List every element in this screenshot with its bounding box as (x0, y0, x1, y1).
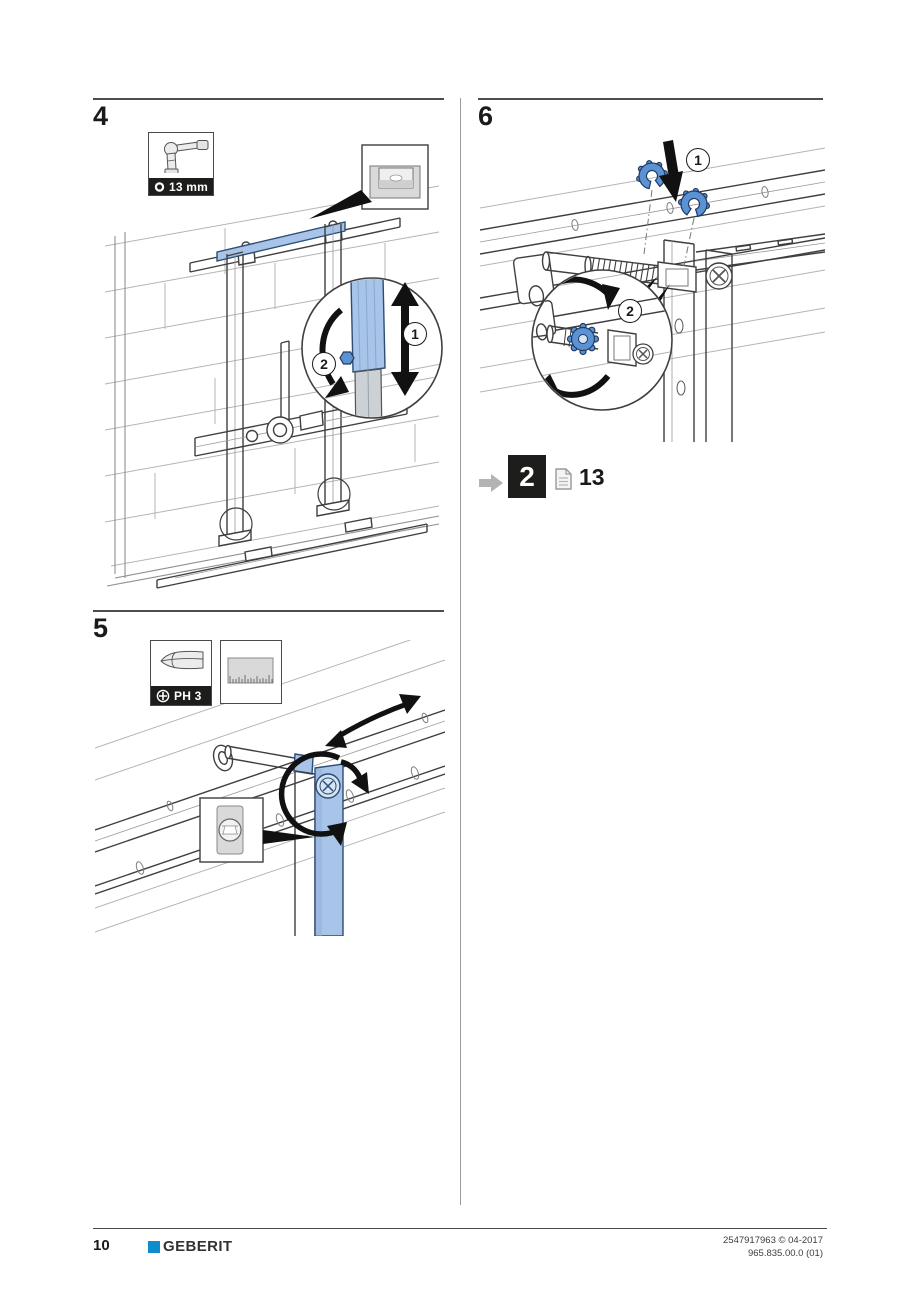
rotate-arrow-icon (278, 751, 369, 846)
hex-socket-icon (154, 181, 165, 192)
detail-circle-left-foot (219, 507, 253, 541)
tool-box-13mm: 13 mm (148, 132, 214, 196)
fixing-screw-icon (315, 773, 341, 799)
spirit-level-inset (361, 144, 429, 210)
step-6-rule (478, 98, 823, 100)
step-4-number: 4 (93, 101, 109, 131)
geberit-logo: GEBERIT (148, 1238, 232, 1255)
retaining-clip-icon (677, 187, 711, 218)
step-ref-badge: 2 (508, 455, 546, 498)
logo-square-icon (148, 1240, 160, 1253)
callout-1-badge: 1 (686, 148, 710, 172)
rotate-arrow-icon (319, 307, 349, 398)
top-crossbar-highlight (216, 221, 346, 262)
footer-doc-codes: 2547917963 © 04-2017 965.835.00.0 (01) (723, 1235, 823, 1260)
cross-reference: 2 13 (478, 455, 605, 498)
ruler-icon (227, 657, 274, 684)
doc-number-line1: 2547917963 © 04-2017 (723, 1235, 823, 1246)
step-5-number: 5 (93, 613, 109, 643)
retaining-clip-icon (636, 160, 668, 190)
phillips-screw-icon (705, 262, 733, 290)
step-4-figure: 13 mm 1 2 (95, 128, 445, 590)
callout-2-badge: 2 (618, 299, 642, 323)
pointer-wedge-icon (263, 830, 315, 844)
socket-wrench-icon (164, 140, 209, 182)
detail-circle-right-foot (317, 477, 351, 511)
step-6-figure: 1 2 (480, 130, 825, 442)
step-5-figure: PH 3 (95, 640, 445, 936)
step5-illustration (95, 640, 445, 936)
spirit-level-inset (199, 797, 264, 863)
level-bubble-icon (222, 825, 238, 835)
footer-rule (93, 1228, 827, 1229)
tool-box-ruler (220, 640, 282, 704)
hex-bolt-icon (339, 351, 355, 365)
star-nut-icon (566, 322, 600, 356)
phillips-bit-icon (160, 650, 204, 670)
callout-1-badge: 1 (403, 322, 427, 346)
tool-box-ph3: PH 3 (150, 640, 212, 706)
step-4-rule (93, 98, 444, 100)
tool-label-13mm: 13 mm (168, 179, 208, 194)
footer-page-number: 10 (93, 1237, 110, 1254)
level-bubble-icon (389, 174, 403, 182)
step-5-rule (93, 610, 444, 612)
step-6-number: 6 (478, 101, 494, 131)
page-ref-number: 13 (579, 464, 605, 490)
page-document-icon (555, 467, 572, 490)
arrow-down-icon (659, 140, 683, 202)
phillips-icon (156, 689, 170, 702)
brand-name: GEBERIT (163, 1238, 233, 1255)
callout-2-badge: 2 (312, 352, 336, 376)
slide-arrow-icon (325, 694, 421, 748)
pointer-wedge-icon (309, 190, 372, 219)
tool-label-ph3: PH 3 (174, 688, 202, 703)
step4-illustration (104, 144, 443, 589)
column-divider (460, 98, 461, 1205)
doc-number-line2: 965.835.00.0 (01) (747, 1247, 823, 1259)
step6-illustration (480, 140, 825, 442)
next-step-arrow-icon (479, 473, 503, 492)
